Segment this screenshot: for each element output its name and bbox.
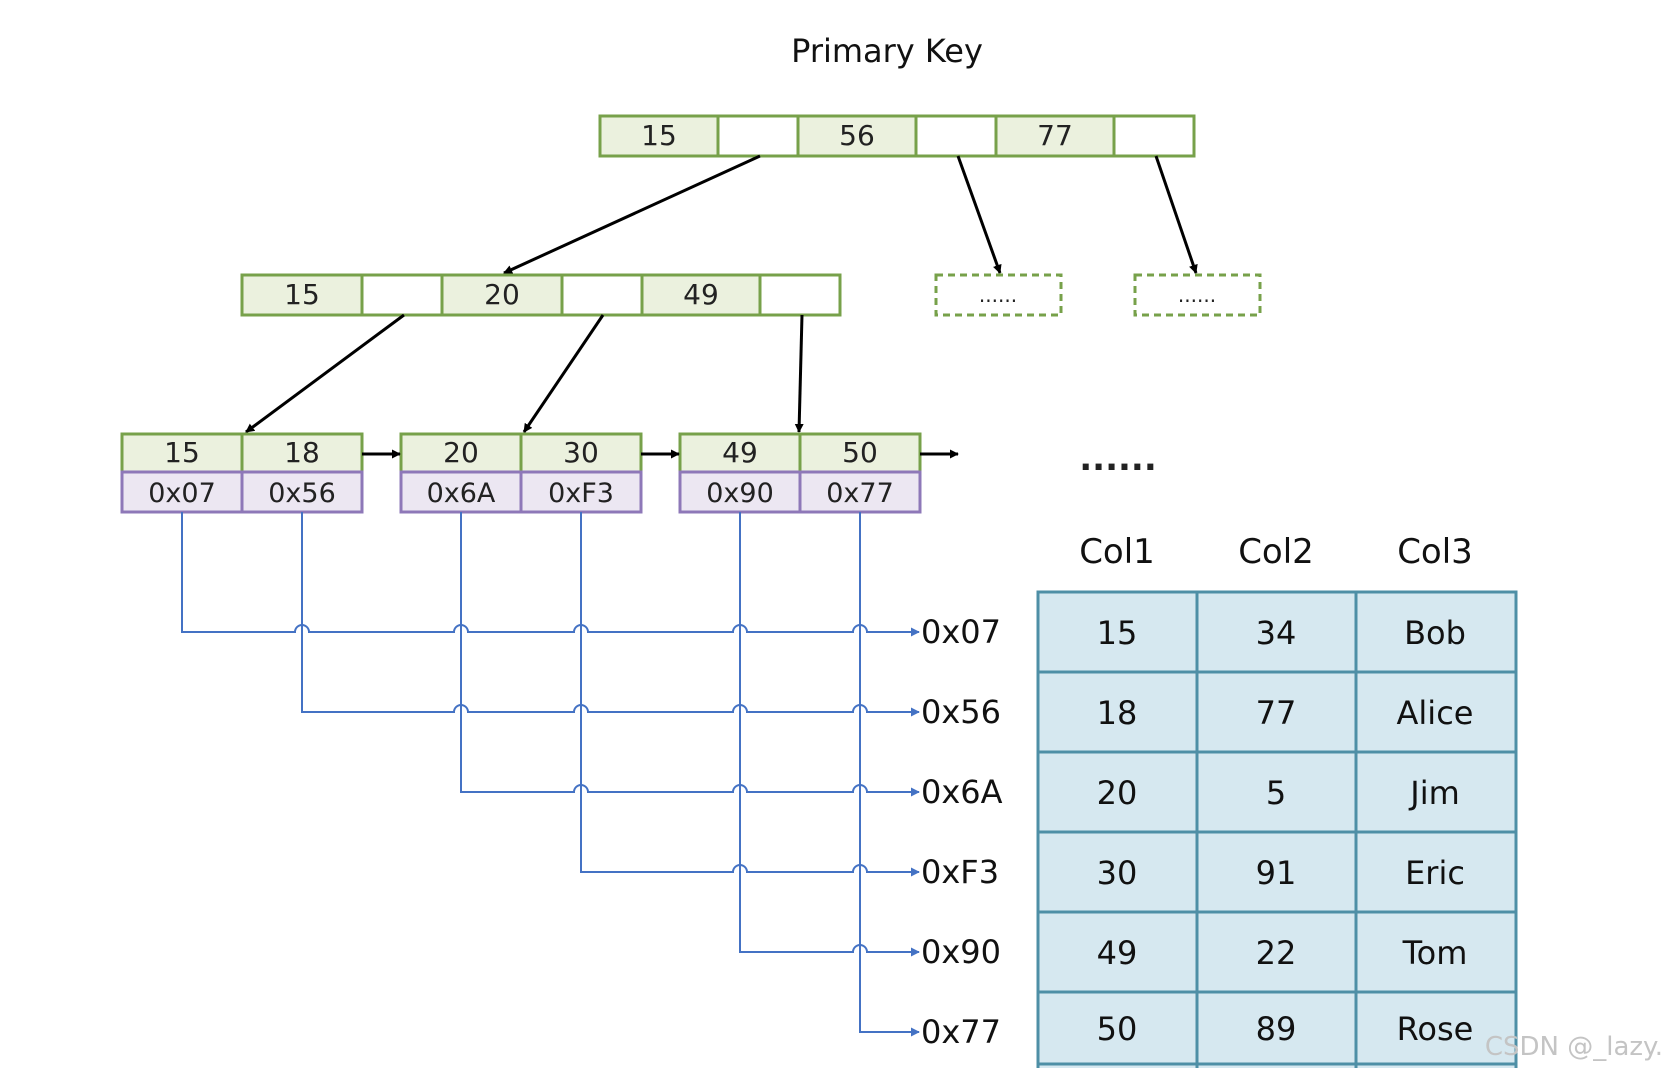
internal-cell [240,273,364,317]
placeholder-text: ...... [979,283,1017,307]
leaf-key: 49 [722,436,758,469]
root-key: 56 [839,119,875,152]
table-cell: 77 [1256,694,1297,732]
internal-cell [440,273,564,317]
root-cell [796,114,918,158]
leaf-pointer: 0x77 [826,478,894,509]
row-address: 0x90 [921,933,1001,971]
leaf-pointer: 0x6A [427,478,496,509]
table-cell: 22 [1256,934,1297,972]
table-body [1036,590,1518,1068]
diagram-title: Primary Key [791,32,983,70]
tree-arrow [522,314,605,433]
leaf-pointer: 0xF3 [548,478,614,509]
internal-cell [560,273,644,317]
internal-key: 20 [484,278,520,311]
pointer-line [859,512,920,1037]
data-table: Col1 Col2 Col3 15 34 Bob 18 77 Alice 20 … [1036,532,1518,1068]
tree-arrow [794,314,804,433]
placeholder-node: ...... [934,273,1063,317]
internal-key: 49 [683,278,719,311]
root-node: 15 56 77 [598,114,1196,158]
watermark: CSDN @_lazy. [1484,1032,1663,1062]
row-address: 0x07 [921,613,1001,651]
leaf-pointer: 0x90 [706,478,774,509]
root-key: 77 [1037,119,1073,152]
leaf-node: 20 30 0x6A 0xF3 [399,432,643,514]
placeholder-text: ...... [1178,283,1216,307]
tree-arrow [956,155,1002,274]
tree-arrow [245,313,405,434]
leaf-key: 30 [563,436,599,469]
table-cell: 18 [1097,694,1138,732]
leaf-pointer: 0x07 [148,478,216,509]
root-cell [1112,114,1196,158]
table-header: Col2 [1238,532,1314,572]
table-cell: Bob [1404,614,1466,652]
table-cell: 91 [1256,854,1297,892]
root-cell [994,114,1116,158]
tree-arrow [1154,155,1198,274]
table-header: Col1 [1079,532,1155,572]
table-cell: 50 [1097,1010,1138,1048]
internal-node: 15 20 49 [240,273,842,317]
table-header: Col3 [1397,532,1473,572]
pointer-lines [181,512,920,1037]
internal-cell [758,273,842,317]
row-address: 0x77 [921,1013,1001,1051]
table-cell: Alice [1397,694,1474,732]
table-cell: 34 [1256,614,1297,652]
table-cell: 20 [1097,774,1138,812]
pointer-line [739,512,920,957]
root-key: 15 [641,119,677,152]
internal-cell [360,273,444,317]
internal-key: 15 [284,278,320,311]
internal-cell [640,273,762,317]
leaf-key: 50 [842,436,878,469]
leaf-ellipsis: ...... [1079,439,1157,479]
tree-arrow [503,154,761,275]
row-address: 0x6A [921,773,1003,811]
table-cell: 30 [1097,854,1138,892]
row-address: 0x56 [921,693,1001,731]
table-cell: 89 [1256,1010,1297,1048]
table-cell: 49 [1097,934,1138,972]
leaf-pointer: 0x56 [268,478,336,509]
root-cell [598,114,720,158]
table-cell: Rose [1397,1010,1474,1048]
pointer-line [580,512,920,877]
leaf-node: 49 50 0x90 0x77 [678,432,922,514]
leaf-key: 20 [443,436,479,469]
table-cell: 5 [1266,774,1286,812]
row-address: 0xF3 [921,853,999,891]
leaf-key: 15 [164,436,200,469]
table-cell: 15 [1097,614,1138,652]
leaf-key: 18 [284,436,320,469]
placeholder-node: ...... [1133,273,1262,317]
leaf-node: 15 18 0x07 0x56 [120,432,364,514]
pointer-line [181,512,920,637]
table-cell: Jim [1408,774,1460,812]
root-cell [716,114,800,158]
table-cell: Tom [1402,934,1468,972]
table-cell: Eric [1405,854,1465,892]
pointer-line [301,512,920,717]
root-cell [914,114,998,158]
pointer-line [460,512,920,797]
